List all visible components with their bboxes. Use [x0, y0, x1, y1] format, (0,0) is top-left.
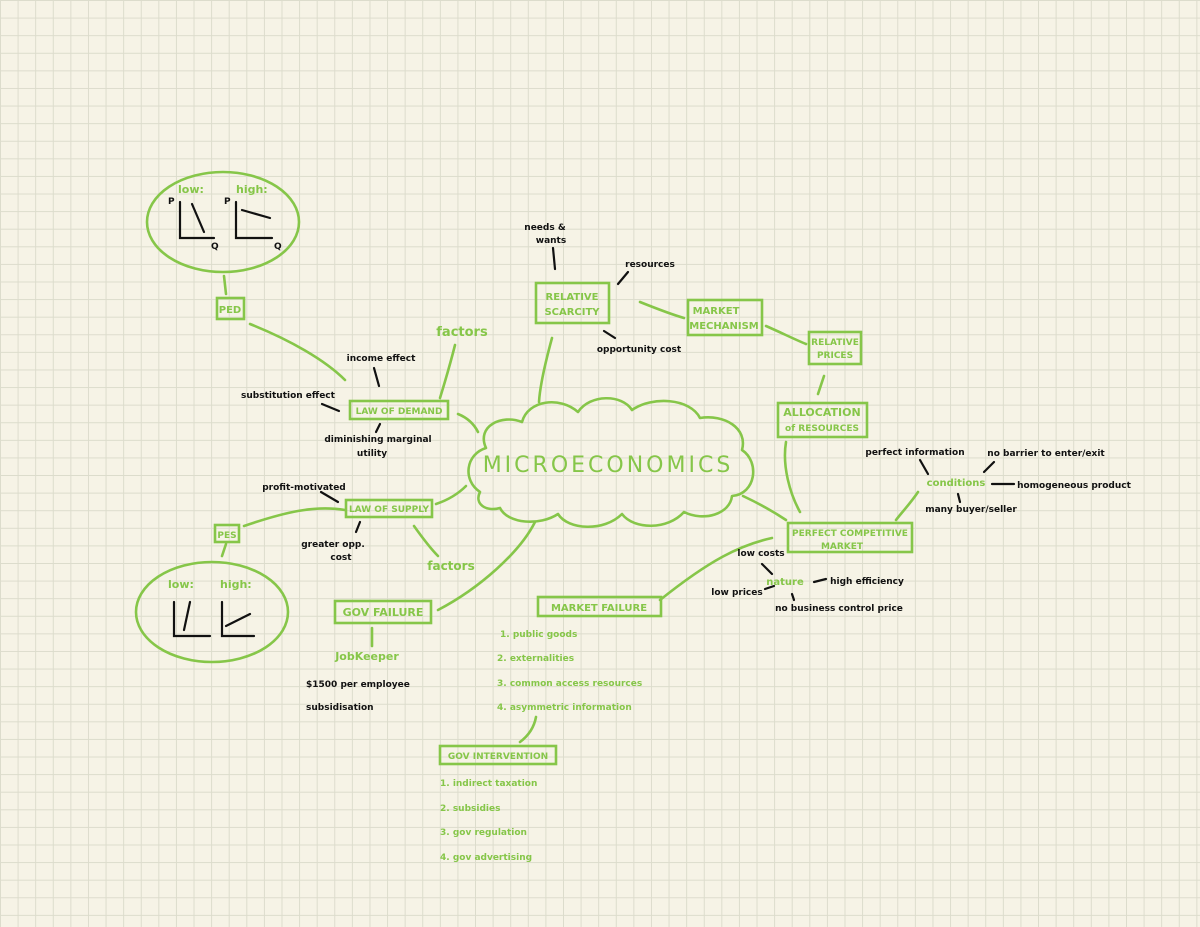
diminishing-utility-line2: utility [357, 449, 387, 459]
law-of-supply-box [344, 498, 434, 519]
relative-prices-box [807, 330, 863, 366]
market-mechanism-box [686, 298, 764, 337]
perfect-information: perfect information [865, 448, 964, 458]
gov-intervention-label: GOV INTERVENTION [448, 752, 548, 762]
market-mechanism-line1: MARKET [693, 306, 740, 317]
market-failure-item-1: 1. public goods [500, 630, 577, 640]
pes-low-graph [172, 600, 212, 638]
needs-wants-line1: needs & [524, 223, 566, 233]
gov-failure-branch: GOV FAILURE JobKeeper $1500 per employee… [306, 599, 433, 713]
ped-low-label: low: [178, 183, 204, 196]
pes-branch: PES low: high: [134, 523, 290, 664]
gov-intervention-item-4: 4. gov advertising [440, 853, 532, 863]
needs-wants-line2: wants [536, 236, 566, 246]
low-prices: low prices [711, 588, 762, 598]
gov-intervention-box [438, 744, 558, 766]
market-failure-item-3: 3. common access resources [497, 679, 642, 689]
relative-scarcity-box [534, 281, 611, 325]
jobkeeper-bullet-1: $1500 per employee [306, 680, 410, 690]
perfect-market-line1: PERFECT COMPETITIVE [792, 529, 908, 539]
gov-intervention-item-3: 3. gov regulation [440, 828, 527, 838]
market-mechanism-line2: MECHANISM [689, 321, 759, 332]
homogeneous-product: homogeneous product [1017, 481, 1132, 491]
ped-low-graph [178, 200, 216, 240]
central-topic: MICROECONOMICS [467, 397, 755, 528]
perfect-market-branch: perfect information no barrier to enter/… [711, 448, 1131, 614]
relative-prices-line2: PRICES [817, 351, 853, 361]
no-barrier: no barrier to enter/exit [987, 449, 1105, 459]
ped-ellipse [145, 170, 301, 274]
relative-prices-line1: RELATIVE [811, 338, 859, 348]
pes-high-label: high: [220, 578, 252, 591]
central-title: MICROECONOMICS [483, 453, 734, 478]
gov-intervention-branch: GOV INTERVENTION 1. indirect taxation 2.… [438, 744, 558, 863]
high-efficiency: high efficiency [830, 577, 904, 587]
market-failure-box [536, 595, 663, 618]
opportunity-cost: opportunity cost [597, 345, 682, 355]
gov-failure-box [333, 599, 433, 625]
relative-scarcity-line2: SCARCITY [544, 307, 600, 318]
resources: resources [625, 260, 675, 270]
allocation-box [776, 401, 869, 439]
gov-intervention-item-2: 2. subsidies [440, 804, 500, 814]
central-cloud [467, 397, 755, 528]
pes-box [213, 523, 241, 544]
greater-opp-cost-line1: greater opp. [301, 540, 365, 550]
market-mechanism-branch: MARKET MECHANISM RELATIVE PRICES ALLOCAT… [686, 298, 869, 439]
law-of-demand-label: LAW OF DEMAND [356, 407, 443, 417]
allocation-line1: ALLOCATION [783, 406, 860, 419]
pes-ellipse [134, 560, 290, 664]
ped-axis-q-left: Q [211, 242, 219, 252]
law-of-supply-label: LAW OF SUPPLY [349, 505, 430, 515]
gov-failure-label: GOV FAILURE [343, 606, 424, 619]
low-costs: low costs [737, 549, 784, 559]
law-of-demand-box [348, 399, 450, 421]
income-effect: income effect [347, 354, 416, 364]
ped-box [215, 296, 246, 321]
market-failure-item-4: 4. asymmetric information [497, 703, 632, 713]
supply-factors: factors [427, 559, 474, 573]
market-failure-label: MARKET FAILURE [551, 603, 647, 614]
ped-high-label: high: [236, 183, 268, 196]
green-connectors [220, 274, 920, 744]
market-failure-branch: MARKET FAILURE 1. public goods 2. extern… [497, 595, 663, 713]
relative-scarcity-branch: needs & wants resources RELATIVE SCARCIT… [524, 223, 682, 355]
greater-opp-cost-line2: cost [330, 553, 352, 563]
pes-low-label: low: [168, 578, 194, 591]
perfect-market-box [786, 521, 914, 554]
pes-box-label: PES [217, 531, 236, 541]
perfect-market-line2: MARKET [821, 542, 864, 552]
substitution-effect: substitution effect [241, 391, 336, 401]
profit-motivated: profit-motivated [262, 483, 346, 493]
ped-axis-q-right: Q [274, 242, 282, 252]
ped-high-graph [234, 200, 274, 240]
no-business-control-price: no business control price [775, 604, 903, 614]
many-buyer-seller: many buyer/seller [925, 505, 1017, 515]
law-of-demand-branch: factors income effect substitution effec… [241, 325, 488, 459]
gov-intervention-item-1: 1. indirect taxation [440, 779, 537, 789]
pes-high-graph [220, 600, 256, 638]
allocation-line2: of RESOURCES [785, 424, 859, 434]
ped-branch: low: high: P P Q Q PED [145, 170, 301, 321]
jobkeeper-bullet-2: subsidisation [306, 703, 374, 713]
ped-box-label: PED [219, 305, 241, 316]
demand-factors: factors [436, 325, 488, 340]
diminishing-utility-line1: diminishing marginal [324, 435, 431, 445]
nature: nature [766, 577, 804, 588]
market-failure-item-2: 2. externalities [497, 654, 574, 664]
law-of-supply-branch: profit-motivated LAW OF SUPPLY greater o… [262, 483, 475, 573]
conditions: conditions [927, 478, 986, 489]
jobkeeper: JobKeeper [334, 650, 399, 663]
ink-connectors [319, 246, 1016, 602]
relative-scarcity-line1: RELATIVE [546, 292, 599, 303]
ped-axis-p-left: P [168, 197, 175, 207]
ped-axis-p-right: P [224, 197, 231, 207]
